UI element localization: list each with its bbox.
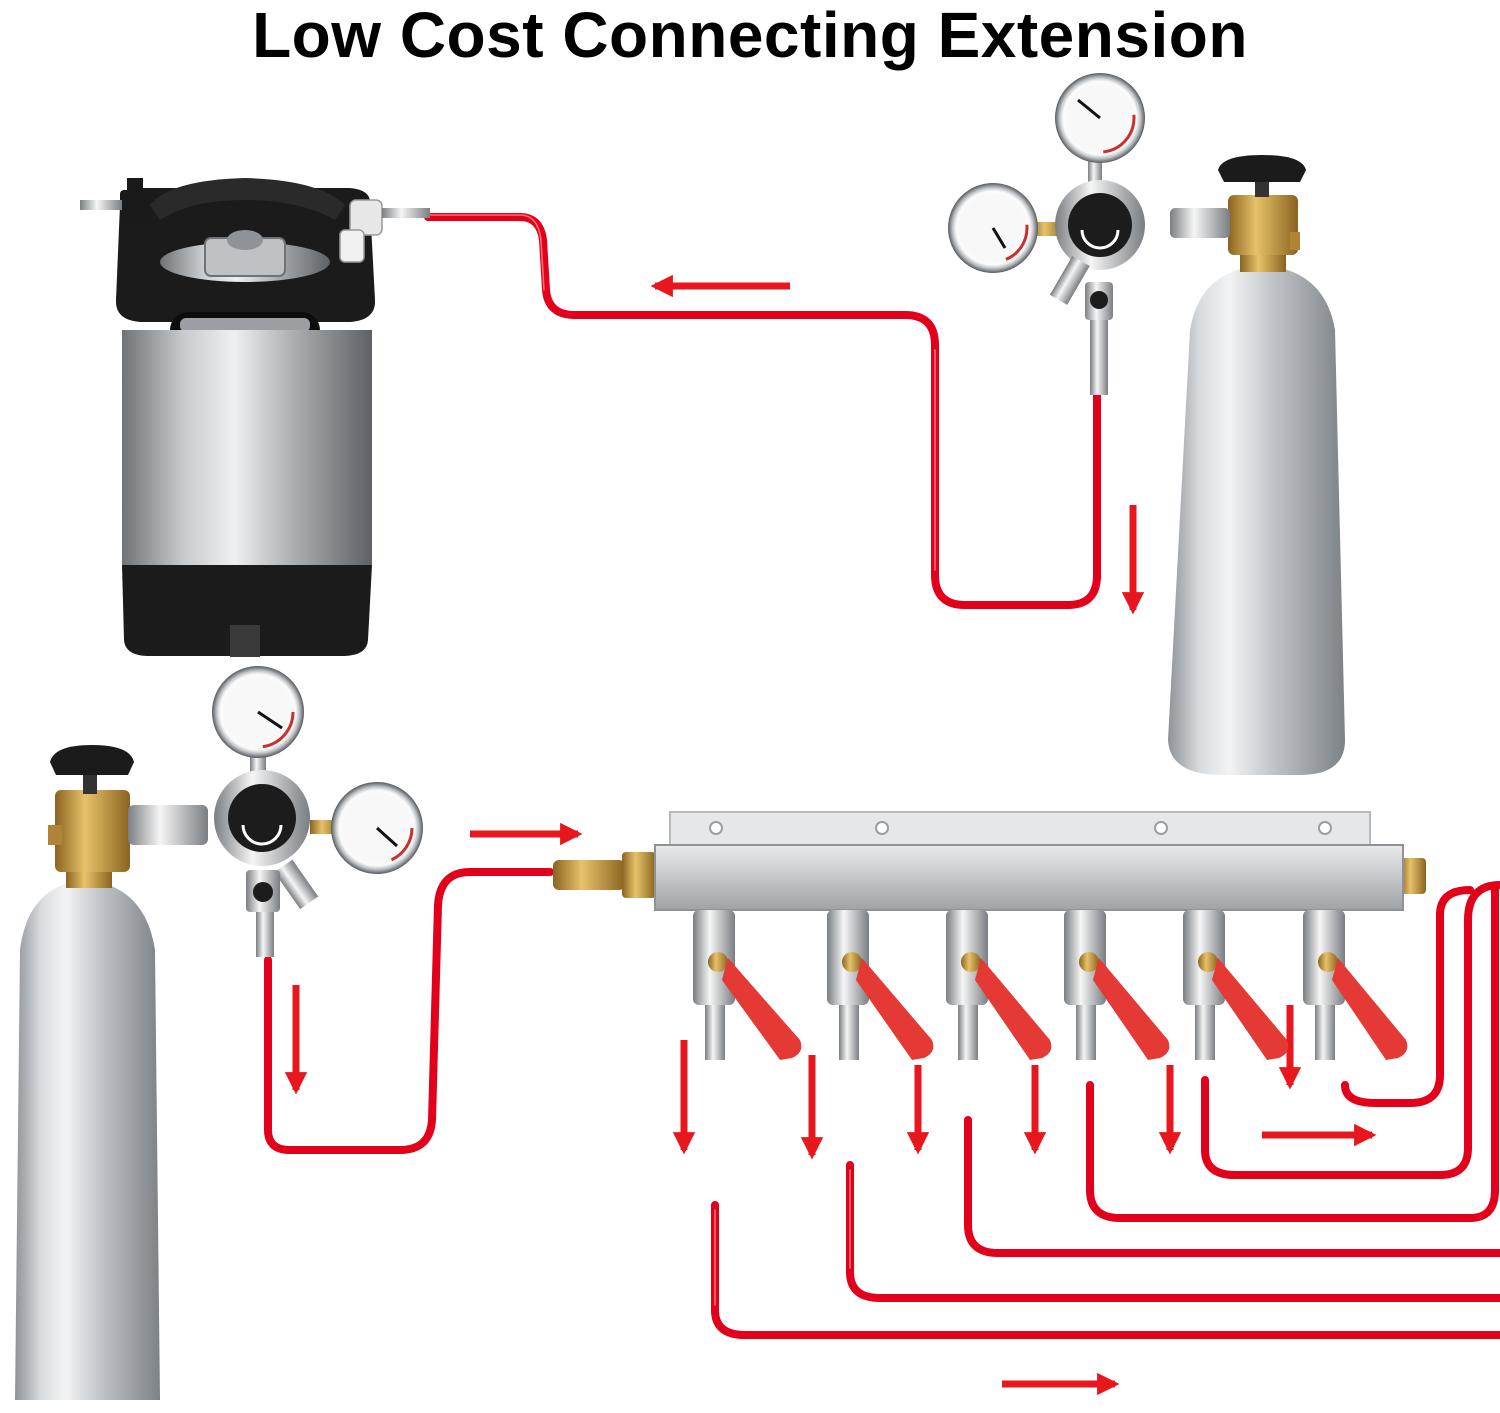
keg-bottom-rubber [122, 565, 372, 656]
hoses [264, 213, 1500, 1339]
co2-tank-left-handwheel [50, 745, 134, 775]
co2-tank-right [1168, 155, 1345, 775]
co2-tank-left-fitting [128, 805, 208, 845]
keg [80, 178, 430, 657]
barb-right [1090, 320, 1108, 395]
keg-liquid-post [339, 199, 430, 263]
co2-tank-right-handwheel [1218, 155, 1306, 182]
shutoff-valve-5 [1183, 910, 1289, 1060]
co2-tank-right-body [1168, 265, 1345, 775]
shutoff-valve-3 [946, 910, 1052, 1060]
shutoff-valve-4 [1064, 910, 1170, 1060]
manifold-bar [654, 844, 1404, 911]
shutoff-valve-2 [827, 910, 934, 1060]
hose-valve-3 [964, 1116, 1500, 1257]
regulator-left-knob [228, 784, 296, 852]
gas-manifold [553, 811, 1426, 1060]
shutoff-valve-6 [1303, 910, 1408, 1060]
co2-tank-right-valve [1228, 195, 1298, 255]
keg-handle [150, 178, 345, 220]
co2-tank-left [15, 745, 208, 1400]
page-title: Low Cost Connecting Extension [252, 0, 1248, 71]
manifold-inlet-barb [553, 860, 625, 890]
regulator-right [948, 73, 1145, 395]
hose-valve-1 [711, 1201, 1500, 1339]
co2-tank-right-fitting [1170, 208, 1230, 238]
co2-tank-left-valve [55, 790, 130, 872]
flow-arrows [284, 274, 1377, 1396]
regulator-left [212, 666, 423, 957]
hose-valve-4 [1086, 886, 1499, 1222]
shutoff-valve-1 [693, 910, 802, 1060]
keg-gas-post [80, 178, 150, 224]
hose-valve-2 [846, 1161, 1500, 1302]
hose-keg-to-regulator [424, 213, 1101, 609]
co2-tank-left-body [15, 880, 160, 1400]
keg-body [122, 330, 372, 565]
barb-left [256, 912, 274, 957]
hose-valve-5 [1201, 881, 1500, 1179]
manifold-mounting-plate [669, 811, 1371, 849]
hose-regulator-to-manifold [264, 868, 554, 1154]
hose-valve-6 [1341, 886, 1474, 1107]
